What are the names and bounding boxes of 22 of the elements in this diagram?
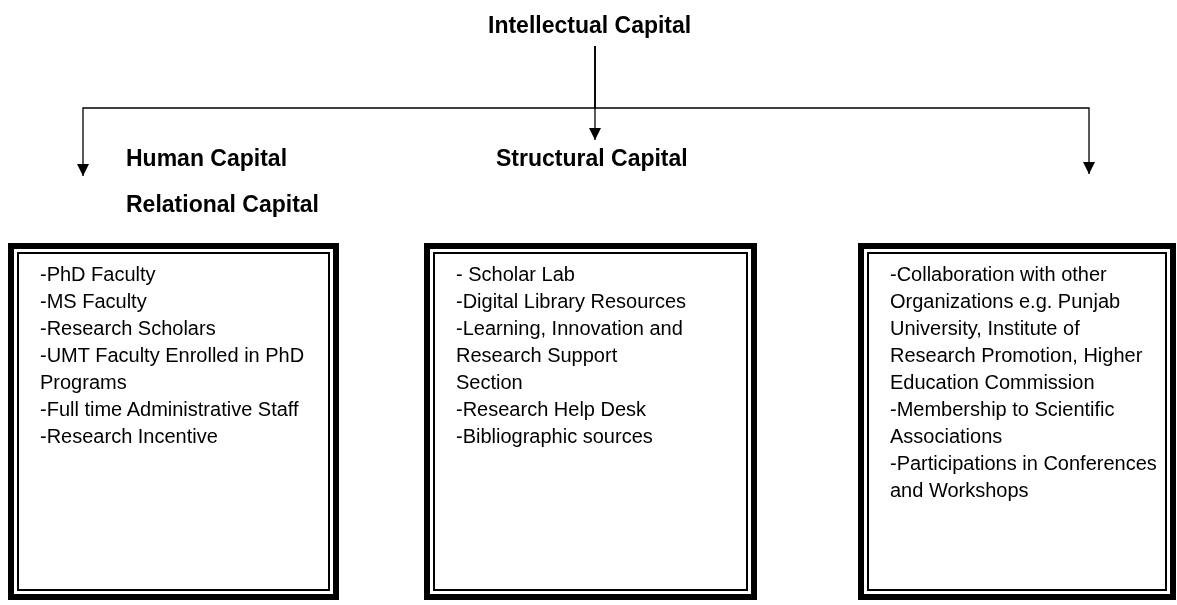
- list-item: -Digital Library Resources: [456, 289, 688, 314]
- list-item: -Research Help Desk: [456, 397, 648, 422]
- list-item: -Research Scholars: [40, 316, 217, 341]
- list-item: -PhD Faculty: [40, 262, 157, 287]
- list-item: -Participations in Conferences and Workshops: [890, 451, 1158, 503]
- arrow: [594, 45, 1095, 175]
- heading-text: Human Capital: [126, 143, 288, 173]
- list-item: -Learning, Innovation and Research Support Section: [456, 316, 684, 395]
- double-bordered-box: [8, 243, 339, 600]
- double-bordered-box: [858, 243, 1176, 600]
- heading-text: Relational Capital: [126, 189, 319, 219]
- heading-text: Structural Capital: [496, 143, 688, 173]
- list-item: -MS Faculty: [40, 289, 148, 314]
- list-item: -Bibliographic sources: [456, 424, 654, 449]
- list-item: -Collaboration with other Organizations e.g. Punjab University, Institute of Research Promotion, Higher Education Commission: [890, 262, 1144, 395]
- double-bordered-box: [424, 243, 757, 600]
- list-item: -UMT Faculty Enrolled in PhD Programs: [40, 343, 306, 395]
- list-item: - Scholar Lab: [456, 262, 576, 287]
- list-item: -Full time Administrative Staff: [40, 397, 300, 422]
- list-item: -Membership to Scientific Associations: [890, 397, 1116, 449]
- list-item: -Research Incentive: [40, 424, 219, 449]
- heading-text: Intellectual Capital: [488, 10, 692, 40]
